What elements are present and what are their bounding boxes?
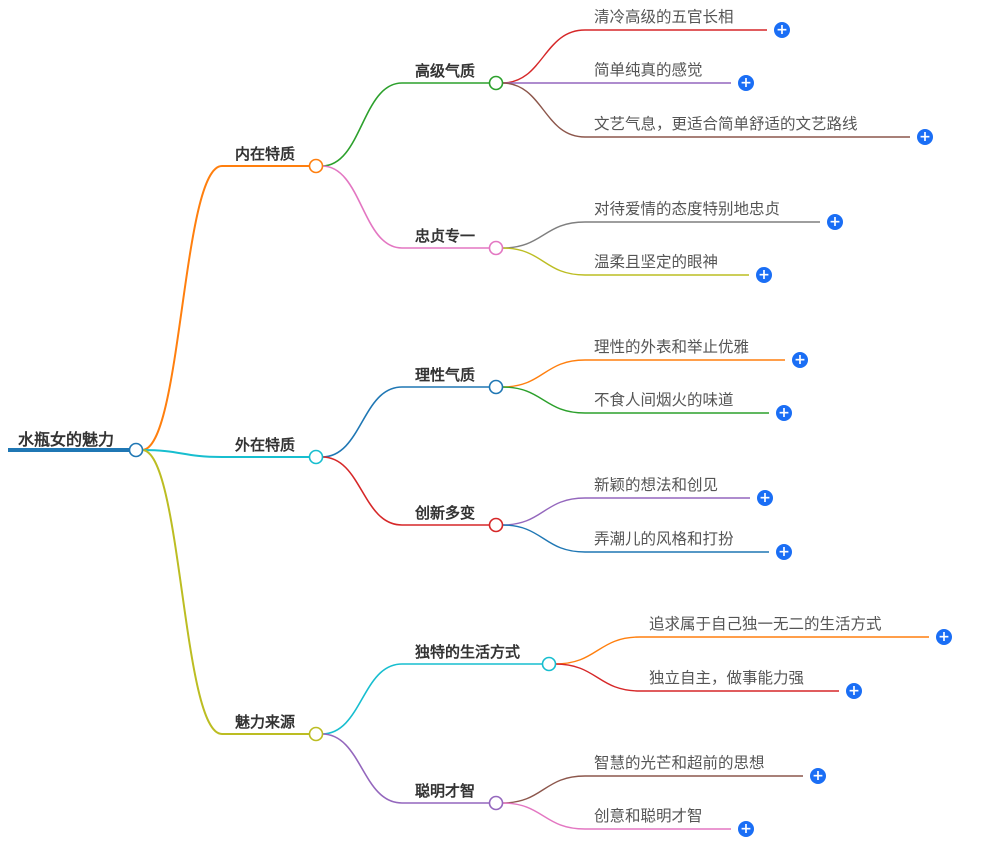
leaf-connector (554, 636, 641, 665)
subtopic-collapse-toggle[interactable] (488, 795, 504, 811)
leaf-connector (501, 82, 586, 138)
branch-topic: 内在特质 (235, 145, 296, 163)
plus-circle-icon[interactable]: + (810, 768, 826, 784)
leaf-topic: 理性的外表和举止优雅 (594, 338, 750, 356)
subtopic-connector (321, 456, 403, 526)
leaf-topic: 创意和聪明才智 (594, 807, 703, 825)
subtopic-connector (321, 733, 403, 804)
leaf-connector (501, 247, 586, 276)
subtopic-connector (321, 386, 403, 458)
leaf-topic: 追求属于自己独一无二的生活方式 (649, 615, 882, 633)
plus-circle-icon[interactable]: + (738, 75, 754, 91)
leaf-topic: 新颖的想法和创见 (594, 476, 719, 494)
branch-connector (141, 449, 223, 458)
leaf-connector (501, 221, 586, 249)
branch-topic: 魅力来源 (235, 713, 296, 731)
subtopic: 理性气质 (415, 366, 476, 384)
leaf-topic: 温柔且坚定的眼神 (594, 253, 719, 271)
subtopic: 聪明才智 (415, 782, 476, 800)
branch-collapse-toggle[interactable] (308, 449, 324, 465)
leaf-topic: 清冷高级的五官长相 (594, 8, 734, 26)
leaf-connector (501, 359, 586, 388)
plus-circle-icon[interactable]: + (846, 683, 862, 699)
leaf-topic: 对待爱情的态度特别地忠贞 (594, 200, 781, 218)
subtopic-collapse-toggle[interactable] (488, 240, 504, 256)
leaf-connector (501, 524, 586, 553)
leaf-topic: 不食人间烟火的味道 (594, 391, 734, 409)
plus-circle-icon[interactable]: + (738, 821, 754, 837)
subtopic-connector (321, 82, 403, 167)
leaf-connector (501, 386, 586, 414)
subtopic-connector (321, 165, 403, 249)
subtopic: 创新多变 (415, 504, 476, 522)
leaf-connector (501, 29, 586, 84)
leaf-connector (554, 663, 641, 692)
branch-connector (141, 449, 223, 735)
plus-circle-icon[interactable]: + (774, 22, 790, 38)
subtopic: 忠贞专一 (415, 227, 476, 245)
subtopic-collapse-toggle[interactable] (541, 656, 557, 672)
plus-circle-icon[interactable]: + (827, 214, 843, 230)
subtopic: 高级气质 (415, 62, 476, 80)
leaf-connector (501, 802, 586, 830)
plus-circle-icon[interactable]: + (776, 405, 792, 421)
leaf-connector (501, 497, 586, 526)
branch-topic: 外在特质 (235, 436, 296, 454)
subtopic: 独特的生活方式 (415, 643, 521, 661)
plus-circle-icon[interactable]: + (936, 629, 952, 645)
root-topic: 水瓶女的魅力 (18, 430, 115, 449)
branch-collapse-toggle[interactable] (308, 726, 324, 742)
leaf-topic: 文艺气息，更适合简单舒适的文艺路线 (594, 115, 858, 133)
leaf-connector (501, 775, 586, 804)
leaf-topic: 弄潮儿的风格和打扮 (594, 530, 734, 548)
branch-collapse-toggle[interactable] (308, 158, 324, 174)
plus-circle-icon[interactable]: + (757, 490, 773, 506)
root-collapse-toggle[interactable] (128, 442, 144, 458)
subtopic-collapse-toggle[interactable] (488, 517, 504, 533)
subtopic-collapse-toggle[interactable] (488, 379, 504, 395)
plus-circle-icon[interactable]: + (756, 267, 772, 283)
plus-circle-icon[interactable]: + (917, 129, 933, 145)
leaf-topic: 独立自主，做事能力强 (649, 669, 805, 687)
plus-circle-icon[interactable]: + (792, 352, 808, 368)
leaf-topic: 简单纯真的感觉 (594, 61, 703, 79)
plus-circle-icon[interactable]: + (776, 544, 792, 560)
leaf-topic: 智慧的光芒和超前的思想 (594, 754, 765, 772)
branch-connector (141, 165, 223, 451)
subtopic-collapse-toggle[interactable] (488, 75, 504, 91)
subtopic-connector (321, 663, 403, 735)
